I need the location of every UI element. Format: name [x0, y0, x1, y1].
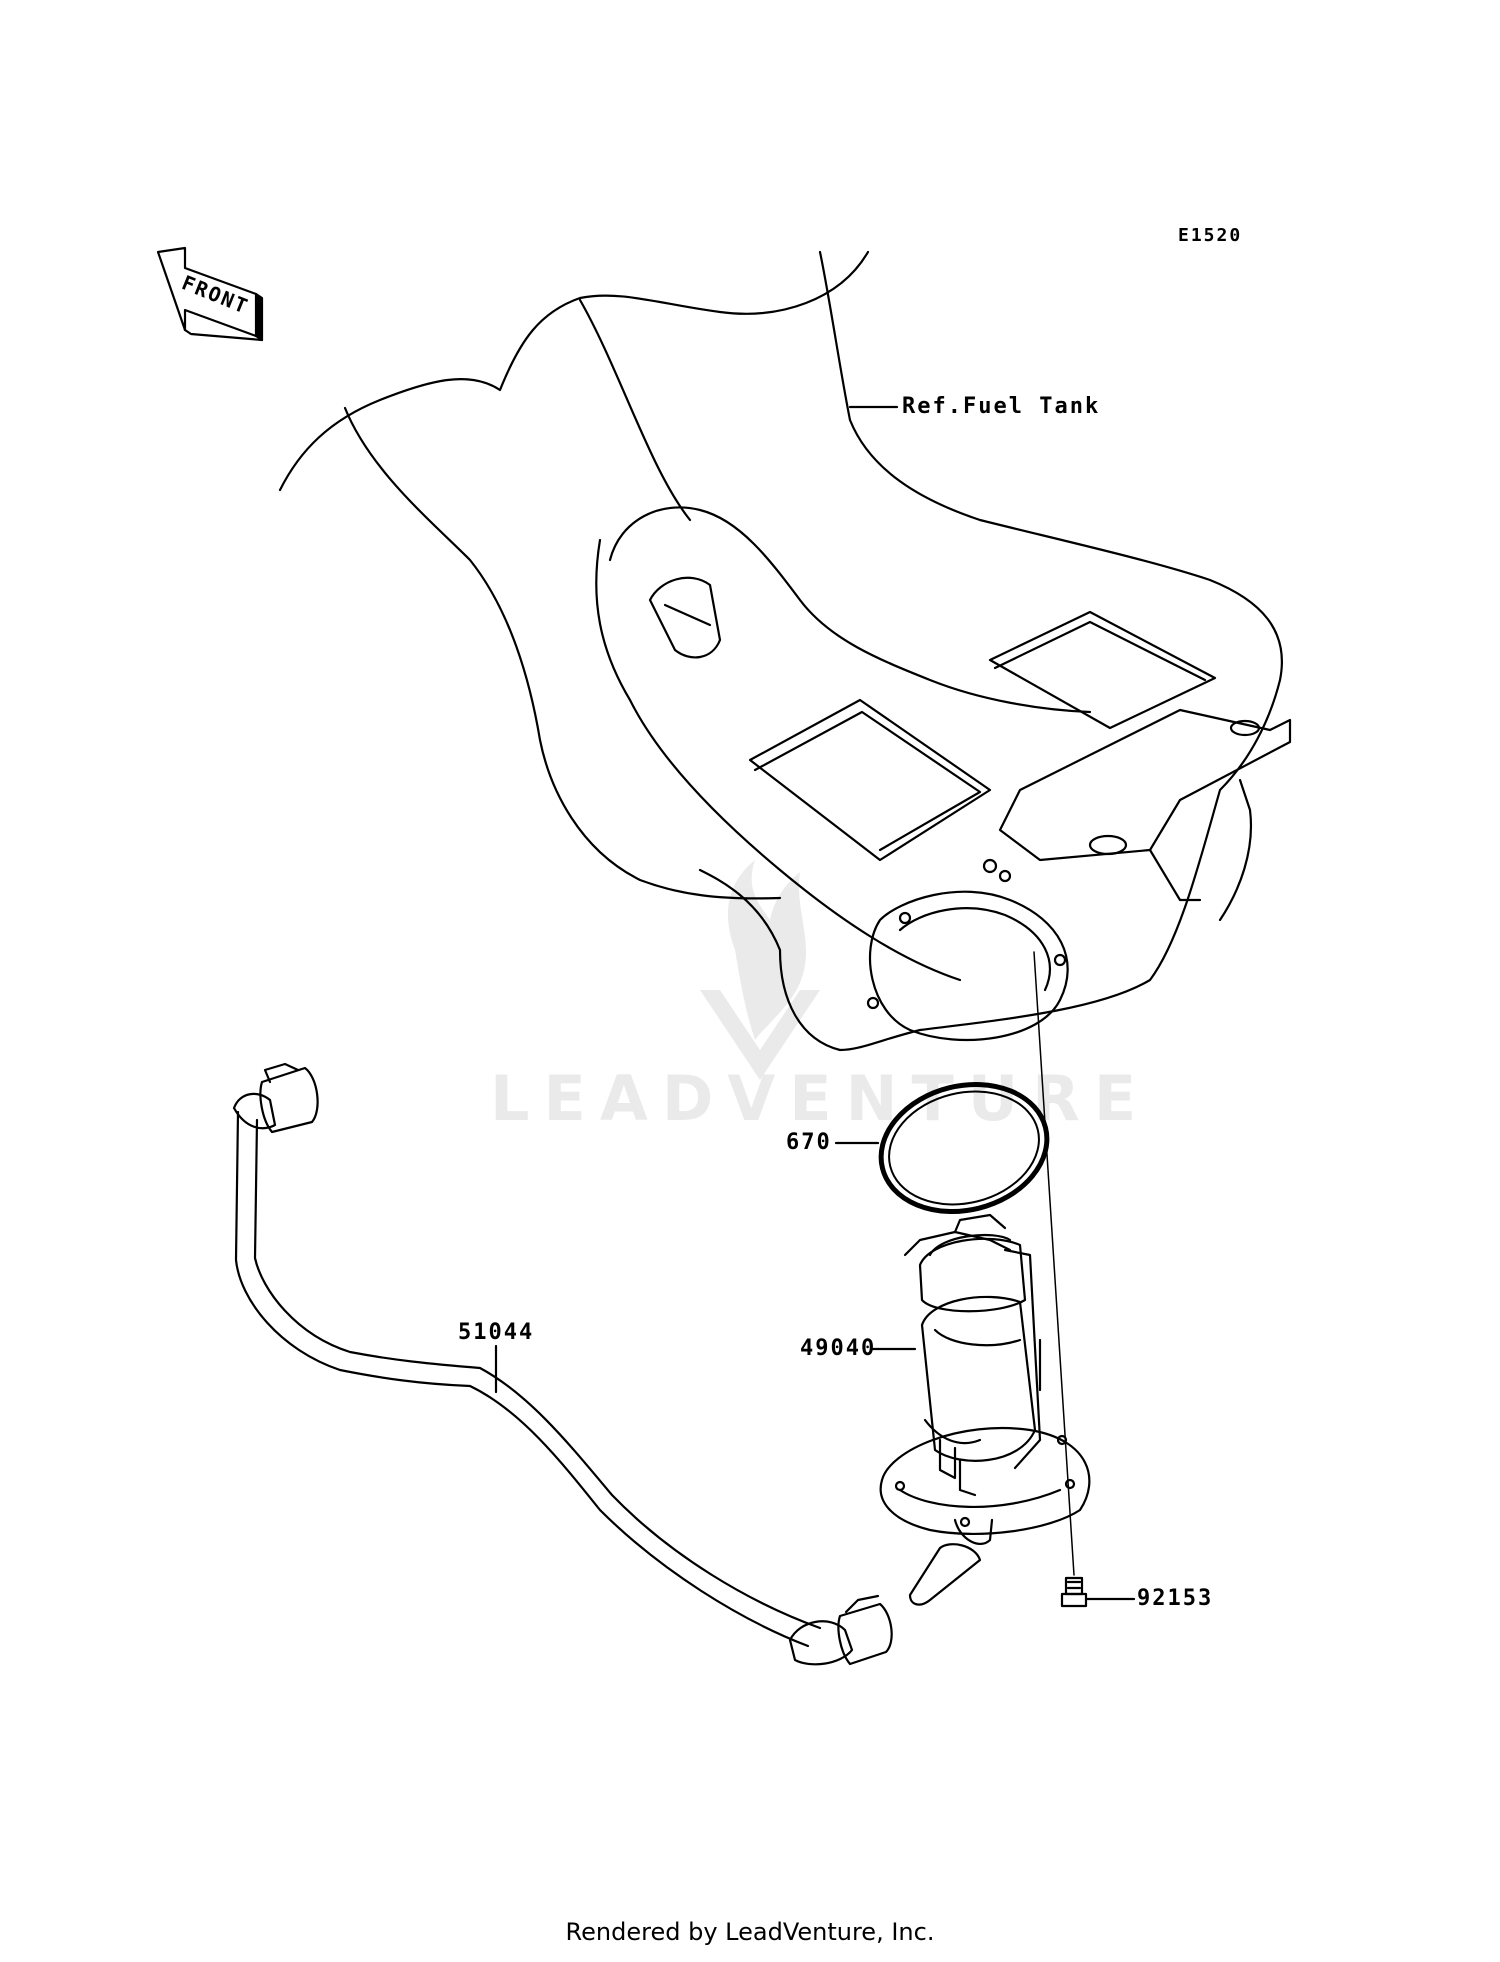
ref-fuel-tank-label: Ref.Fuel Tank [902, 394, 1101, 419]
watermark: LEADVENTURE [490, 1062, 1151, 1135]
gasket-670 [878, 1082, 1050, 1214]
footer-credit: Rendered by LeadVenture, Inc. [565, 1918, 935, 1946]
front-arrow-icon: FRONT [156, 246, 264, 342]
fuel-pump-49040 [879, 1213, 1091, 1606]
watermark-logo-icon [700, 860, 820, 1080]
tank-to-bolt-center-line [1033, 951, 1075, 1576]
part-number-670[interactable]: 670 [786, 1130, 832, 1155]
part-number-51044[interactable]: 51044 [458, 1320, 535, 1345]
fuel-hose-51044 [232, 1062, 893, 1666]
part-number-92153[interactable]: 92153 [1137, 1586, 1214, 1611]
diagram-code: E1520 [1178, 225, 1243, 246]
seat-outline [278, 250, 870, 900]
part-number-49040[interactable]: 49040 [800, 1336, 877, 1361]
bolt-92153 [1060, 1576, 1088, 1608]
fuel-tank [595, 250, 1292, 1052]
leader-lines [494, 405, 1136, 1601]
